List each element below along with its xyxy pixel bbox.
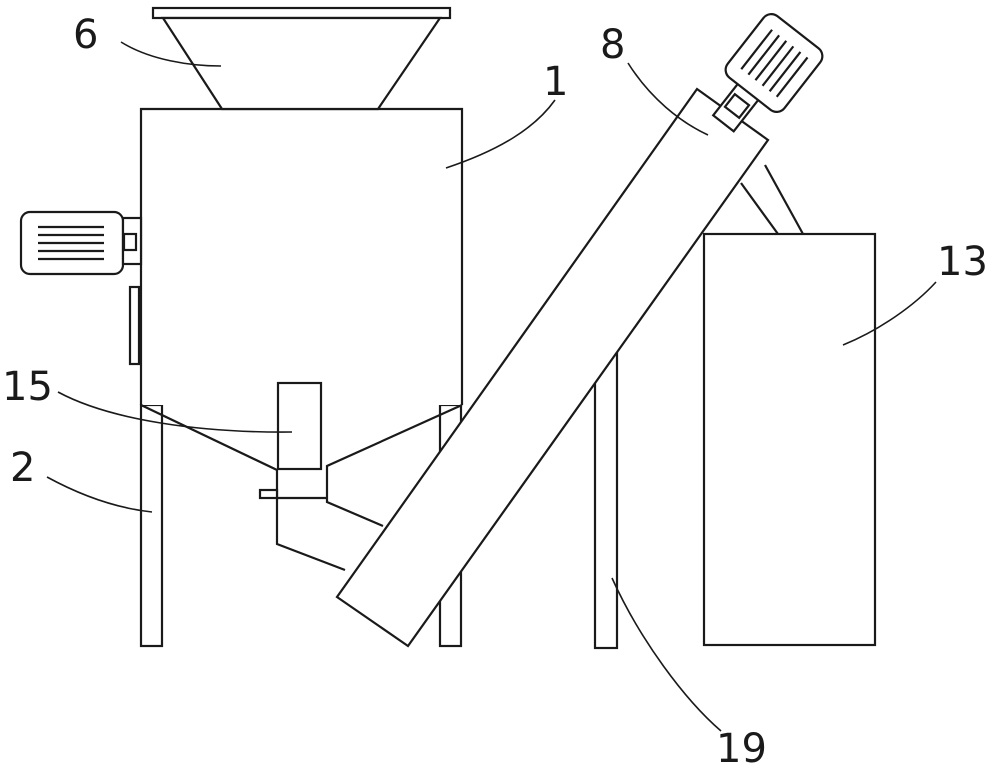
- brace-line-a: [740, 182, 779, 235]
- leader-lines: [46, 41, 937, 732]
- screw-conveyor: [335, 13, 824, 648]
- label-2: 2: [10, 445, 35, 491]
- label-6: 6: [73, 12, 98, 58]
- tank-leg-left: [139, 403, 164, 648]
- reference-numerals: 6 1 8 13 15 2 19: [2, 12, 988, 771]
- feed-hopper: [151, 6, 452, 111]
- hopper-bottom-left: [140, 404, 346, 572]
- label-1: 1: [543, 59, 568, 105]
- conveyor-tube: [335, 87, 770, 648]
- label-8: 8: [600, 22, 625, 68]
- hopper-rim: [151, 6, 452, 20]
- side-window: [128, 285, 141, 366]
- support-leg-19: [593, 348, 619, 650]
- leader-6: [120, 41, 222, 67]
- conveyor-motor-fins-icon: [740, 29, 809, 98]
- tank-motor: [19, 210, 143, 276]
- conveyor-motor: [724, 13, 824, 113]
- hopper-bottom-right: [325, 403, 463, 528]
- control-box-15: [276, 381, 323, 471]
- conveyor-support: [593, 348, 619, 650]
- label-15: 15: [2, 364, 53, 410]
- leader-15: [57, 391, 293, 433]
- hopper-funnel: [160, 16, 443, 111]
- leader-2: [46, 476, 153, 513]
- tank-outline: [139, 107, 464, 405]
- motor-fins-icon: [38, 225, 104, 261]
- leader-13: [842, 281, 937, 346]
- label-19: 19: [716, 726, 767, 771]
- leader-19: [611, 577, 722, 732]
- collection-box-13: [702, 232, 877, 647]
- leader-1: [445, 99, 556, 169]
- discharge-valve-knob: [258, 488, 279, 500]
- tank-body: [128, 107, 464, 572]
- leader-8: [627, 62, 709, 136]
- brace-line-b: [764, 164, 804, 235]
- coupling-hub: [122, 232, 138, 252]
- label-13: 13: [937, 239, 988, 285]
